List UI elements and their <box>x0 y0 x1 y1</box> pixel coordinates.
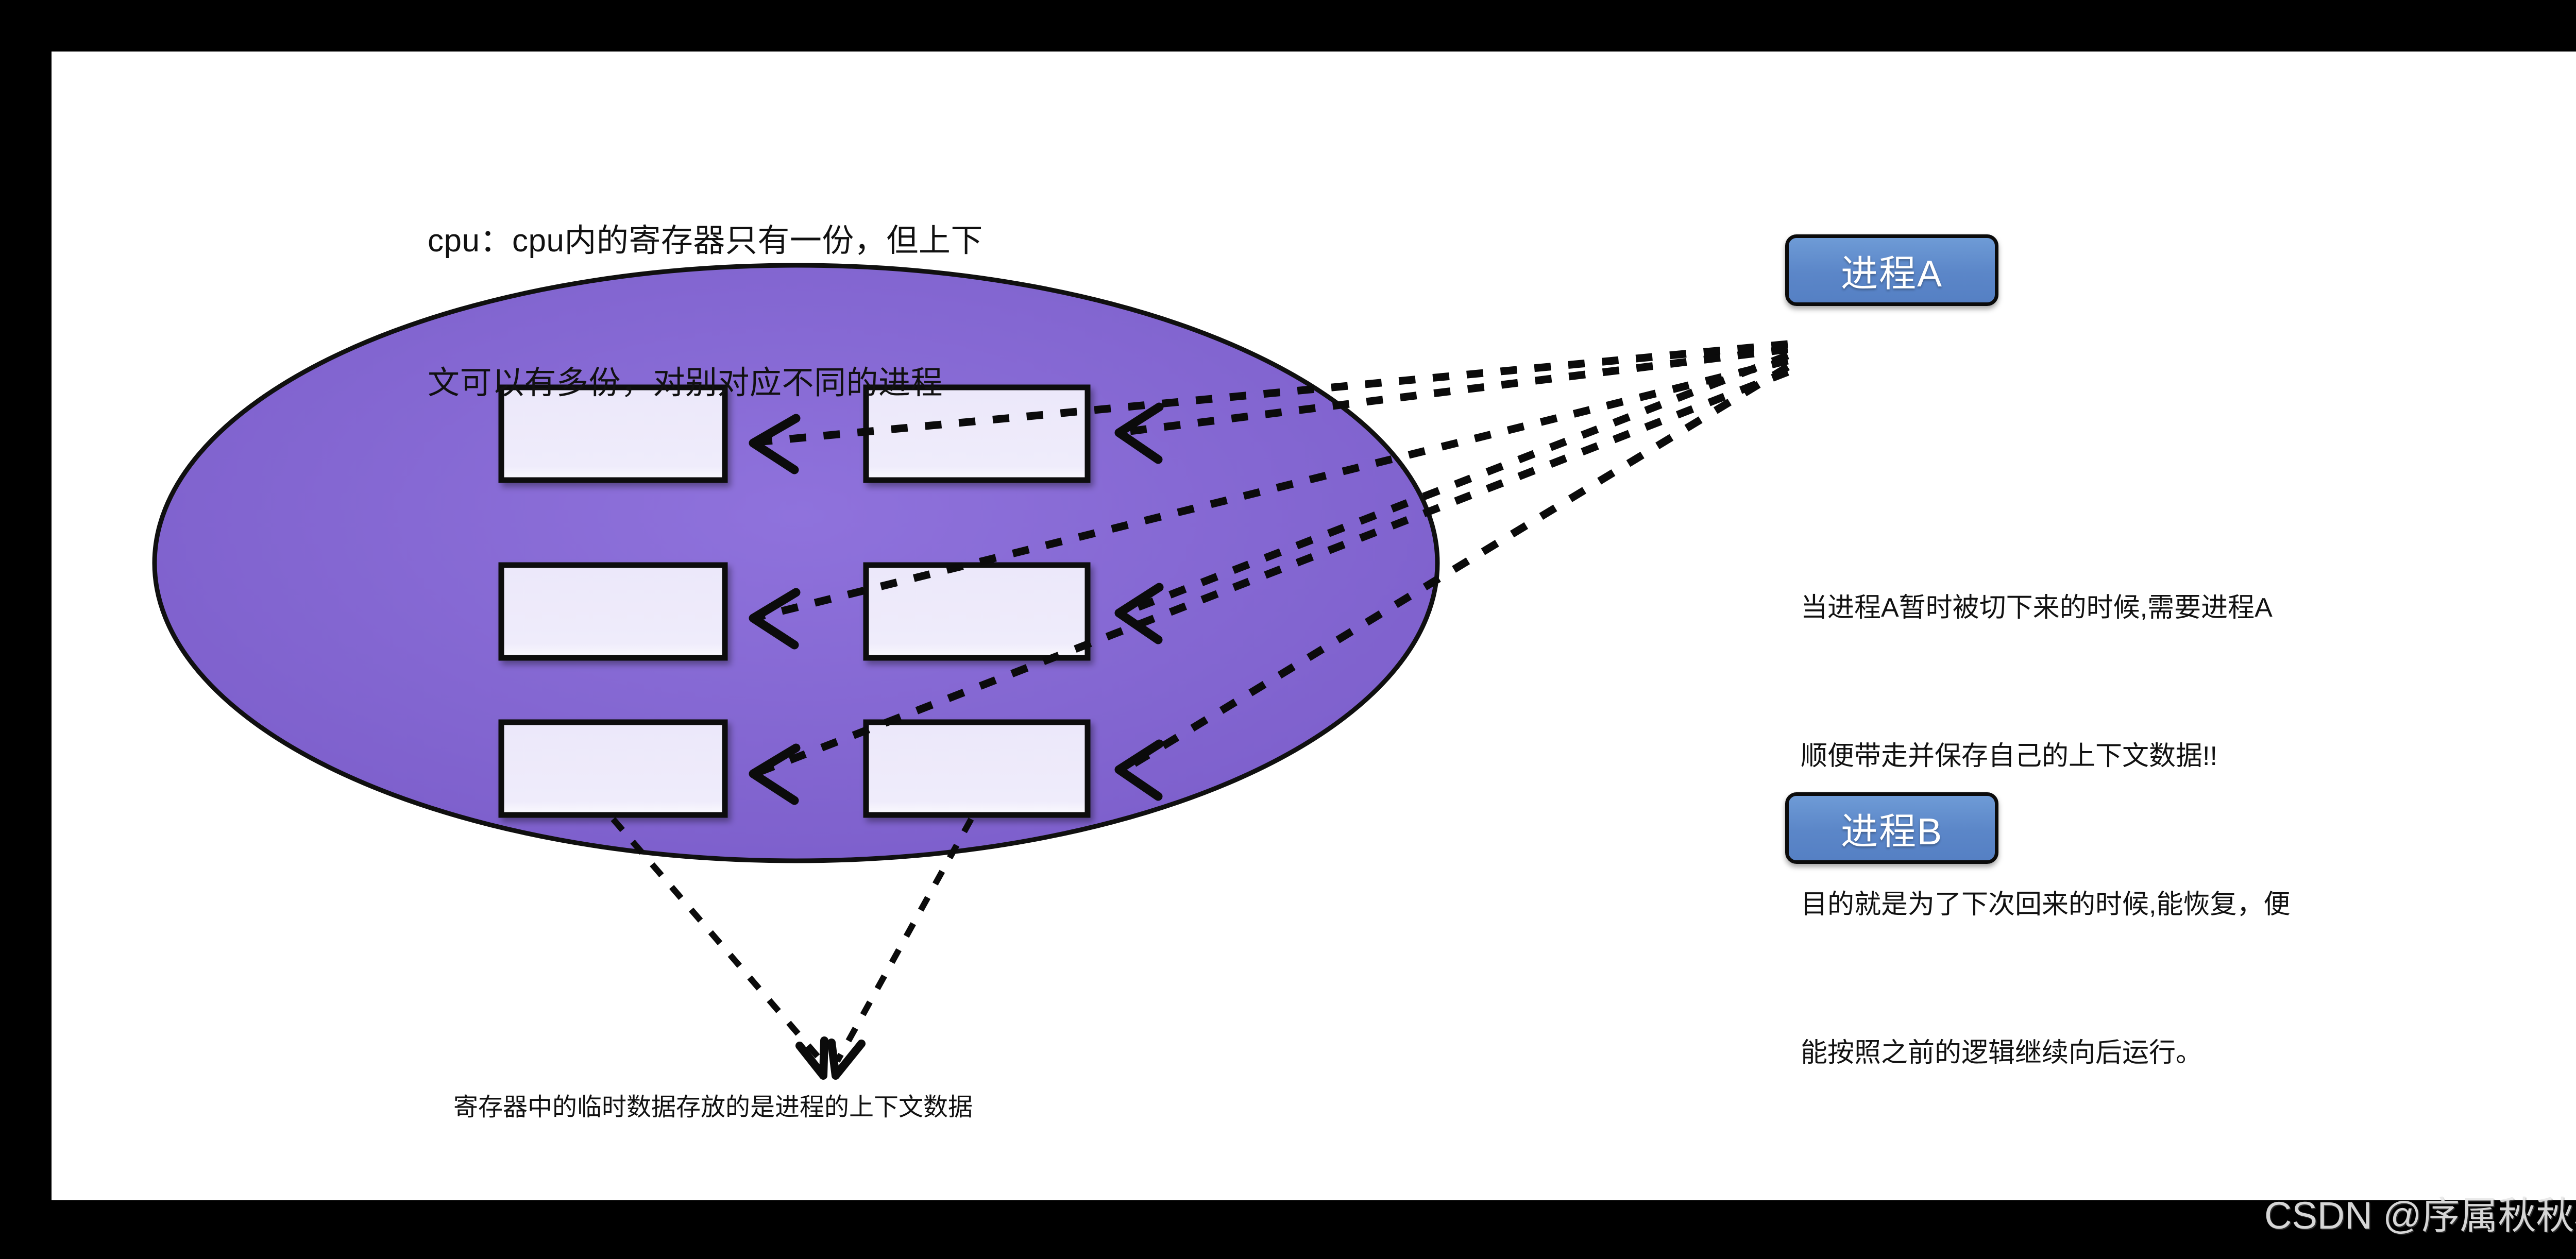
bottom-caption: 寄存器中的临时数据存放的是进程的上下文数据 <box>453 1094 973 1121</box>
register-cell-r2c1 <box>498 562 728 661</box>
context-note-line-4: 能按照之前的逻辑继续向后运行。 <box>1801 1038 2203 1068</box>
csdn-watermark: CSDN @序属秋秋秋 <box>2264 1194 2576 1237</box>
arrowhead-caption-right <box>827 1039 866 1080</box>
arrow-a-to-r3c1 <box>756 368 1789 776</box>
arrowhead-r1c2 <box>1114 402 1164 464</box>
arrowhead-r2c2 <box>1114 583 1164 644</box>
cpu-note-line-1: cpu：cpu内的寄存器只有一份，但上下 <box>428 223 983 259</box>
context-note-line-1: 当进程A暂时被切下来的时候,需要进程A <box>1801 593 2273 623</box>
arrowhead-r3c2 <box>1114 739 1164 801</box>
context-note: 当进程A暂时被切下来的时候,需要进程A 顺便带走并保存自己的上下文数据!! 目的… <box>1801 484 2290 1177</box>
arrowhead-r1c1 <box>749 414 801 474</box>
cpu-note: cpu：cpu内的寄存器只有一份，但上下 文可以有多份，对别对应不同的进程 <box>428 123 983 502</box>
arrow-a-to-r2c2 <box>1124 352 1789 616</box>
context-note-line-2: 顺便带走并保存自己的上下文数据!! <box>1801 741 2217 771</box>
register-cell-r1c1 <box>498 384 728 483</box>
register-cell-r3c2 <box>863 719 1091 818</box>
process-box-b[interactable]: 进程B <box>1785 792 1998 864</box>
register-cell-r2c2 <box>863 562 1091 661</box>
arrow-a-to-r2c1 <box>756 356 1789 621</box>
arrow-a-to-r1c1 <box>757 340 1788 446</box>
process-box-a-label: 进程A <box>1840 253 1943 295</box>
arrowhead-caption-left <box>795 1036 828 1080</box>
arrowhead-r3c1 <box>749 743 801 805</box>
process-box-b-label: 进程B <box>1840 811 1943 853</box>
register-cell-r3c1 <box>498 719 728 818</box>
context-note-line-3: 目的就是为了下次回来的时候,能恢复，便 <box>1801 890 2291 920</box>
cpu-note-line-2: 文可以有多份，对别对应不同的进程 <box>428 365 943 401</box>
arrow-a-to-r3c2 <box>1124 363 1790 772</box>
arrow-a-to-r1c2 <box>1125 345 1788 436</box>
process-box-a[interactable]: 进程A <box>1785 234 1998 306</box>
arrowhead-r2c1 <box>749 588 801 650</box>
arrow-r3c1-to-caption <box>611 817 824 1063</box>
cpu-ellipse <box>152 263 1440 863</box>
